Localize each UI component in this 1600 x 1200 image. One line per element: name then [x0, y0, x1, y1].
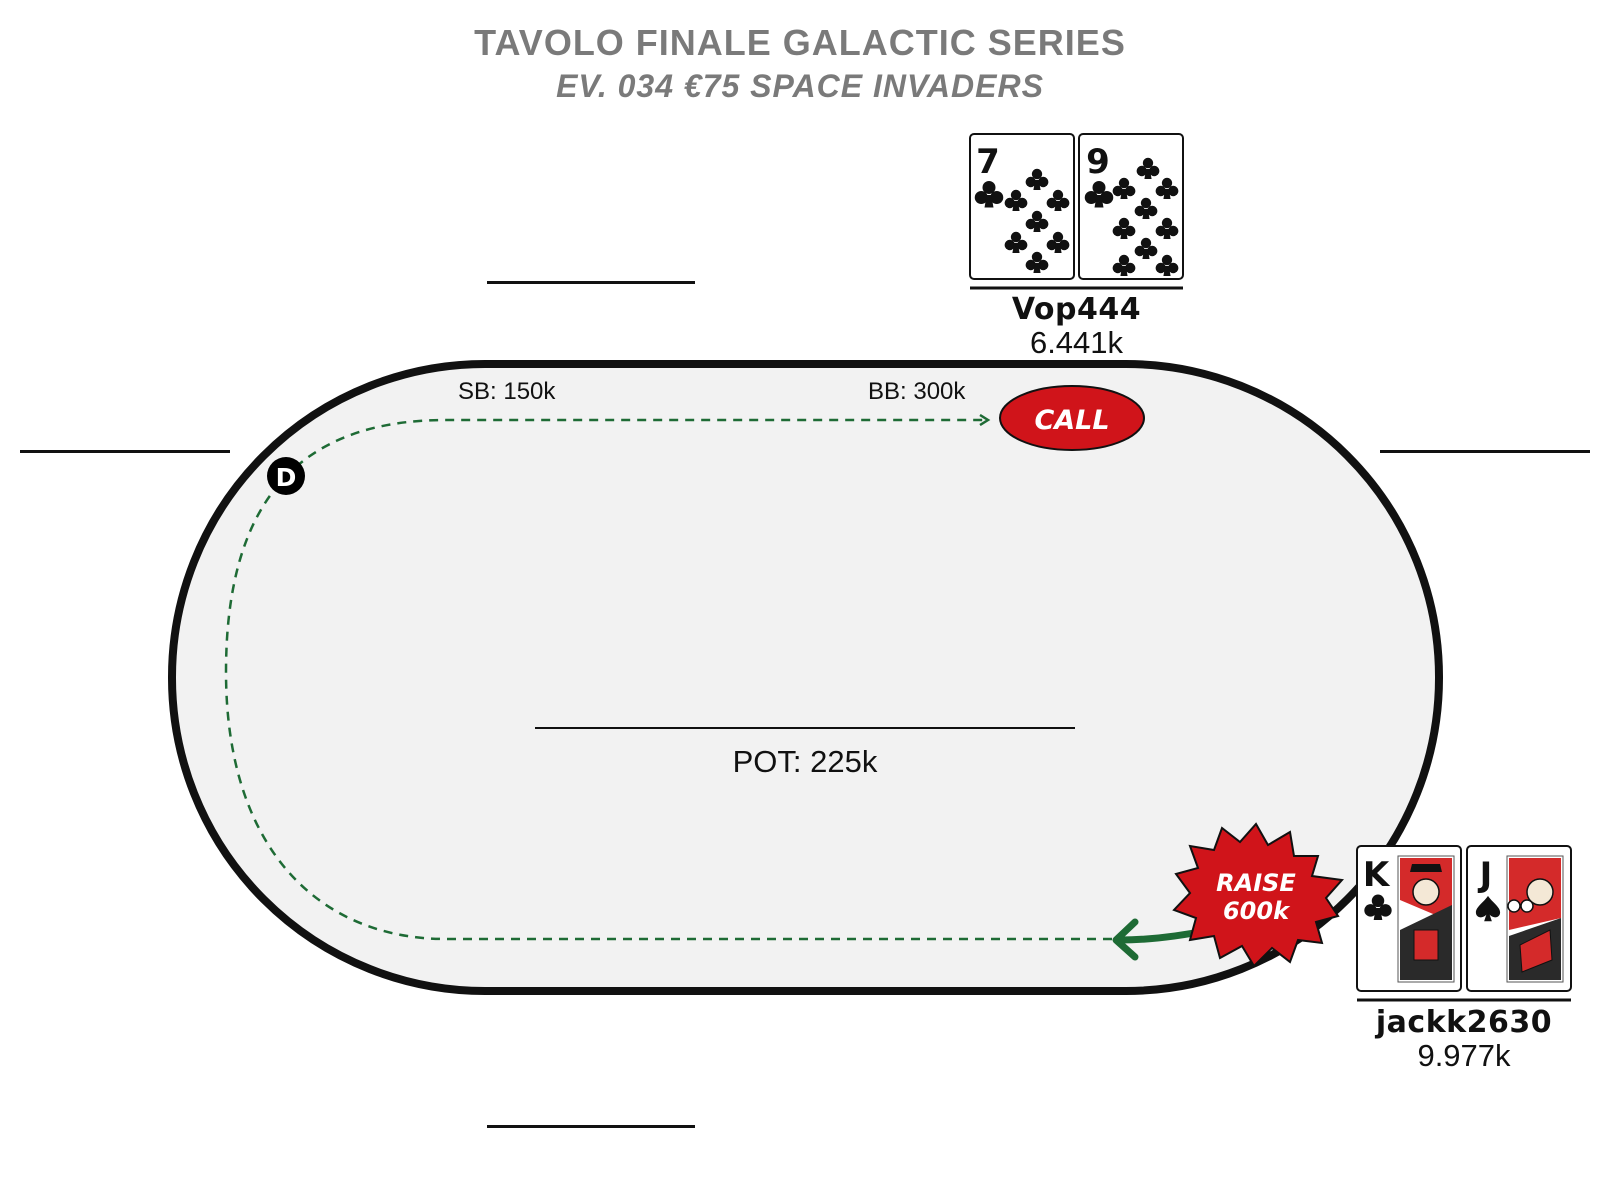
playing-card-9-clubs: 9 [1078, 133, 1184, 280]
event-title: TAVOLO FINALE GALACTIC SERIES [474, 22, 1126, 63]
playing-card-jack-spades: J [1466, 845, 1572, 992]
pot-label: POT: 225k [732, 744, 878, 779]
svg-text:7: 7 [976, 142, 1000, 182]
player-name-right: jackk2630 [1375, 1005, 1553, 1040]
svg-text:CALL: CALL [1034, 405, 1109, 436]
playing-card-7-clubs: 7 [969, 133, 1075, 280]
dealer-button: D [267, 457, 305, 495]
event-subtitle: EV. 034 €75 SPACE INVADERS [556, 68, 1044, 104]
player-name-top: Vop444 [1011, 292, 1142, 327]
svg-text:K: K [1363, 855, 1391, 895]
big-blind-label: BB: 300k [868, 378, 966, 405]
svg-text:600k: 600k [1223, 897, 1291, 925]
player-stack-top: 6.441k [1029, 325, 1124, 360]
call-action-badge: CALL [999, 385, 1145, 451]
action-path-arrow [224, 420, 1112, 941]
playing-card-king-clubs: K [1356, 845, 1462, 992]
empty-seat-left [20, 450, 230, 453]
empty-seat-right [1380, 450, 1590, 453]
svg-text:9: 9 [1086, 142, 1110, 182]
empty-seat-bottom-left [487, 1125, 695, 1128]
svg-text:RAISE: RAISE [1216, 869, 1296, 897]
svg-text:J: J [1478, 855, 1493, 895]
empty-seat-top-left [487, 281, 695, 284]
small-blind-label: SB: 150k [458, 378, 556, 405]
table-felt [168, 360, 1443, 995]
svg-text:D: D [276, 463, 297, 492]
player-stack-right: 9.977k [1417, 1038, 1511, 1073]
raise-action-badge: RAISE 600k [1172, 822, 1344, 968]
